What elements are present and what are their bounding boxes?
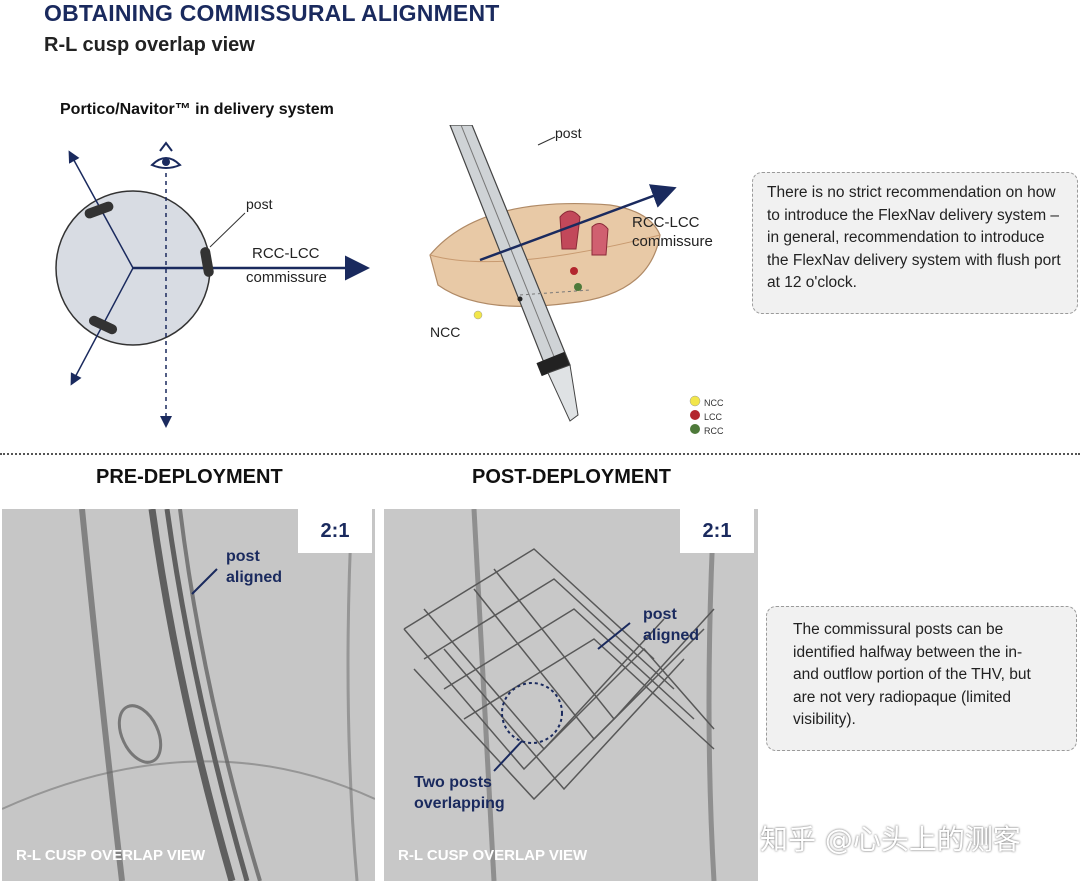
commissure-label-1: RCC-LCC	[252, 245, 320, 262]
overlap-circle	[501, 682, 563, 744]
post-annotation2-line1: Two posts	[414, 774, 492, 791]
page-title: OBTAINING COMMISSURAL ALIGNMENT	[44, 0, 500, 26]
pre-caption: R-L CUSP OVERLAP VIEW	[16, 847, 206, 864]
ncc-label: NCC	[430, 324, 461, 340]
pre-annotation-line1: post	[226, 548, 260, 565]
post-deployment-title: POST-DEPLOYMENT	[472, 466, 671, 488]
post-marker	[84, 201, 114, 219]
post-annotation-line1: post	[643, 606, 677, 623]
delivery-system-diagram	[55, 141, 370, 428]
post-deployment-image	[384, 509, 758, 881]
visibility-note: The commissural posts can be identified …	[766, 606, 1077, 751]
valve-delivery-diagram	[429, 125, 701, 434]
pre-ratio-badge: 2:1	[298, 509, 372, 553]
post-label: post	[246, 196, 273, 212]
commissure-label-1: RCC-LCC	[632, 214, 700, 231]
pre-post-aligned-label: post aligned	[226, 546, 282, 588]
legend-lcc: LCC	[704, 412, 723, 422]
post-caption: R-L CUSP OVERLAP VIEW	[398, 847, 588, 864]
watermark: 知乎 @心头上的测客	[760, 823, 1021, 856]
legend-rcc: RCC	[704, 426, 724, 436]
commissure-label-2: commissure	[632, 233, 713, 250]
legend-labels: NCC LCC RCC	[704, 396, 724, 438]
commissure-label-2: commissure	[246, 269, 327, 286]
post-annotation-line2: aligned	[643, 627, 700, 644]
delivery-system-label: Portico/Navitor™ in delivery system	[60, 101, 334, 118]
eye-icon	[150, 141, 182, 169]
delivery-note: There is no strict recommendation on how…	[752, 172, 1078, 314]
post-label: post	[555, 125, 582, 141]
pre-deployment-title: PRE-DEPLOYMENT	[96, 466, 283, 488]
two-posts-label: Two posts overlapping	[414, 772, 505, 814]
post-annotation2-line2: overlapping	[414, 795, 505, 812]
section-divider	[0, 453, 1080, 455]
cusp-legend	[689, 395, 701, 434]
post-marker	[88, 315, 118, 335]
legend-ncc: NCC	[704, 398, 724, 408]
post-marker	[200, 247, 214, 277]
commissure-arrow	[479, 184, 677, 262]
post-ratio-badge: 2:1	[680, 509, 754, 553]
page-subtitle: R-L cusp overlap view	[44, 34, 255, 56]
aortic-root	[429, 202, 661, 307]
post-post-aligned-label: post aligned	[643, 604, 699, 646]
pre-annotation-line2: aligned	[226, 569, 283, 586]
pre-deployment-image	[2, 509, 375, 881]
